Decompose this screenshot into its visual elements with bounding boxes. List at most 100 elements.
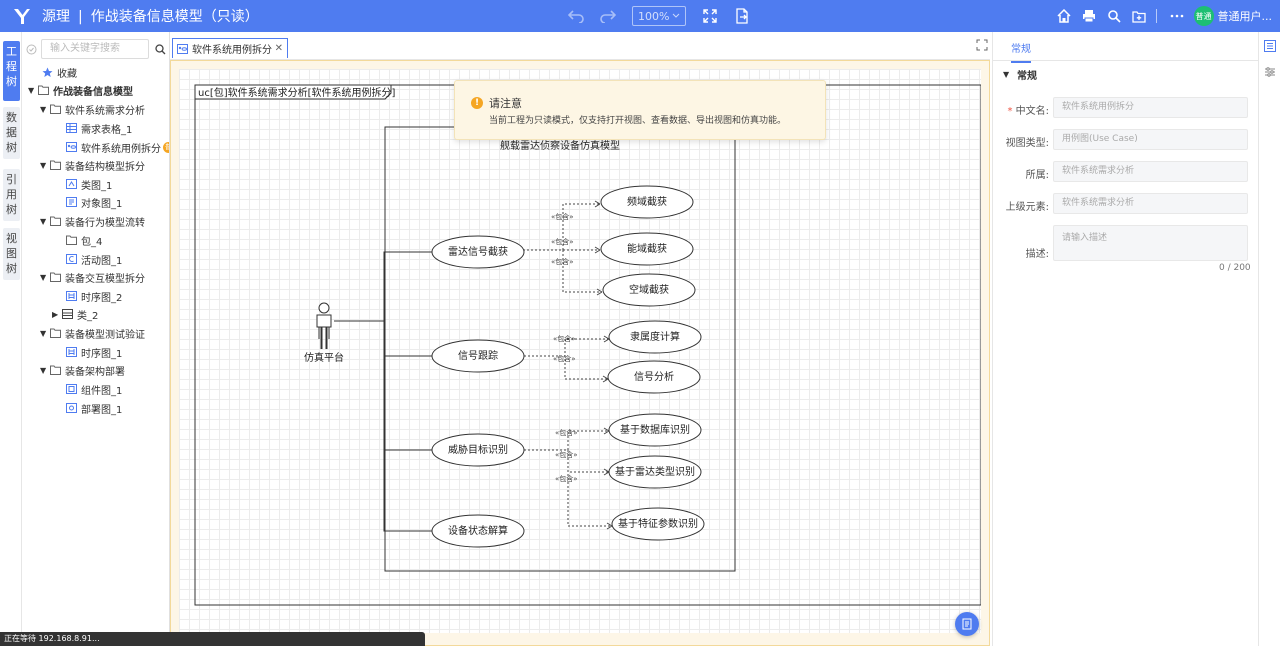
floating-action-button[interactable] — [955, 612, 979, 636]
fullscreen-icon[interactable] — [976, 39, 988, 51]
section-general[interactable]: ▼ 常规 — [1003, 67, 1037, 82]
usecase-label: 雷达信号截获 — [448, 245, 508, 258]
caret-down-icon[interactable]: ▼ — [40, 104, 47, 114]
tree-item-deployment-diagram[interactable]: 部署图_1 — [66, 399, 122, 417]
tree-search: 输入关键字搜索 — [26, 39, 166, 59]
description-char-count: 0 / 200 — [1219, 263, 1251, 273]
sequence-diagram-icon — [66, 291, 77, 302]
usecase-label: 空域截获 — [629, 283, 669, 296]
filter-circle-icon[interactable] — [26, 44, 37, 55]
vertical-tab-bar: 工程树 数据树 引用树 视图树 — [0, 32, 22, 646]
folder-icon — [50, 216, 61, 227]
avatar[interactable]: 普通 — [1193, 6, 1214, 26]
caret-down-icon[interactable]: ▼ — [40, 272, 47, 282]
field-label-owner: 所属: — [1025, 170, 1049, 181]
tab-project-tree[interactable]: 工程树 — [3, 41, 20, 101]
diagram-canvas[interactable]: uc[包]软件系统需求分析[软件系统用例拆分] 舰载雷达侦察设备仿真模型 仿真平… — [179, 69, 981, 633]
tree-item-sequence-diagram[interactable]: 时序图_2 — [66, 287, 122, 305]
tree-item-folder[interactable]: ▼ 装备交互模型拆分 — [40, 268, 145, 286]
tree-item-package[interactable]: 包_4 — [66, 231, 102, 249]
view-type-field[interactable]: 用例图(Use Case) — [1053, 129, 1248, 150]
zoom-value: 100% — [638, 9, 670, 23]
tree-item-class-diagram[interactable]: 类图_1 — [66, 175, 112, 193]
tab-usecase-diagram[interactable]: 软件系统用例拆分 ✕ — [172, 38, 288, 58]
include-label: «包含» — [555, 474, 578, 483]
folder-add-icon[interactable] — [1131, 8, 1147, 24]
search-icon[interactable] — [155, 43, 166, 55]
section-title: 常规 — [1017, 71, 1037, 82]
tree-item-folder[interactable]: ▼ 装备结构模型拆分 — [40, 156, 145, 174]
owner-field[interactable]: 软件系统需求分析 — [1053, 161, 1248, 182]
usecase-label: 基于特征参数识别 — [618, 517, 698, 530]
caret-down-icon[interactable]: ▼ — [40, 216, 47, 226]
close-icon[interactable]: ✕ — [274, 43, 283, 54]
notice-title: 请注意 — [489, 97, 522, 110]
tree-item-folder[interactable]: ▼ 装备行为模型流转 — [40, 212, 145, 230]
app-name: 源理 — [42, 9, 70, 25]
name-field[interactable]: 软件系统用例拆分 — [1053, 97, 1248, 118]
user-name[interactable]: 普通用户... — [1217, 10, 1273, 23]
tree-item-label: 需求表格_1 — [81, 124, 133, 136]
actor-label: 仿真平台 — [304, 351, 344, 364]
deployment-diagram-icon — [66, 403, 77, 414]
tree-item-usecase-diagram[interactable]: 软件系统用例拆分 普 — [66, 138, 174, 156]
app-logo-icon — [14, 9, 30, 24]
more-icon[interactable] — [1169, 8, 1185, 24]
folder-icon — [50, 160, 61, 171]
zoom-select[interactable]: 100% — [632, 6, 686, 26]
panel-divider[interactable] — [169, 32, 170, 646]
tree-item-component-diagram[interactable]: 组件图_1 — [66, 380, 122, 398]
fit-screen-icon[interactable] — [701, 7, 719, 25]
caret-right-icon[interactable]: ▶ — [52, 309, 59, 319]
class-icon — [62, 309, 73, 320]
tab-underline — [993, 60, 1259, 61]
tree-item-root-model[interactable]: ▼ 作战装备信息模型 — [28, 81, 133, 99]
tree-item-object-diagram[interactable]: 对象图_1 — [66, 193, 122, 211]
parent-field[interactable]: 软件系统需求分析 — [1053, 193, 1248, 214]
search-icon[interactable] — [1106, 8, 1122, 24]
tree-item-activity-diagram[interactable]: 活动图_1 — [66, 250, 122, 268]
export-icon[interactable] — [733, 7, 751, 25]
tab-general[interactable]: 常规 — [1011, 40, 1031, 63]
properties-icon[interactable] — [1264, 40, 1276, 52]
tree-item-label: 收藏 — [57, 68, 77, 80]
tab-view-tree[interactable]: 视图树 — [3, 228, 20, 280]
tab-data-tree[interactable]: 数据树 — [3, 107, 20, 159]
tree-item-folder[interactable]: ▼ 装备模型测试验证 — [40, 324, 145, 342]
tree-item-folder[interactable]: ▼ 软件系统需求分析 — [40, 100, 145, 118]
tree-item-class[interactable]: ▶ 类_2 — [52, 305, 98, 323]
tree-item-label: 部署图_1 — [81, 404, 123, 416]
system-name: 舰载雷达侦察设备仿真模型 — [500, 139, 620, 152]
redo-icon[interactable] — [599, 7, 617, 25]
caret-down-icon[interactable]: ▼ — [40, 328, 47, 338]
tree-item-label: 活动图_1 — [81, 255, 123, 267]
undo-icon[interactable] — [567, 7, 585, 25]
object-diagram-icon — [66, 197, 77, 208]
include-label: «包含» — [555, 428, 578, 437]
document-tab-bar: 软件系统用例拆分 ✕ — [170, 32, 990, 60]
caret-down-icon[interactable]: ▼ — [40, 365, 47, 375]
title-separator: | — [78, 9, 83, 25]
readonly-notice: ! 请注意 当前工程为只读模式，仅支持打开视图、查看数据、导出视图和仿真功能。 — [454, 80, 826, 140]
settings-sliders-icon[interactable] — [1264, 66, 1276, 78]
tree-item-requirement-table[interactable]: 需求表格_1 — [66, 119, 132, 137]
field-label-parent: 上级元素: — [1005, 202, 1049, 213]
tree-item-folder[interactable]: ▼ 装备架构部署 — [40, 361, 125, 379]
print-icon[interactable] — [1081, 8, 1097, 24]
tab-reference-tree[interactable]: 引用树 — [3, 169, 20, 221]
caret-down-icon[interactable]: ▼ — [40, 160, 47, 170]
tree-item-label: 时序图_2 — [81, 292, 123, 304]
include-label: «包含» — [551, 257, 574, 266]
folder-icon — [38, 85, 49, 96]
folder-icon — [66, 235, 77, 246]
description-field[interactable]: 请输入描述 — [1053, 225, 1248, 261]
usecase-label: 频域截获 — [627, 195, 667, 208]
usecase-ellipse — [431, 433, 525, 467]
caret-down-icon[interactable]: ▼ — [28, 85, 35, 95]
tree-item-sequence-diagram[interactable]: 时序图_1 — [66, 343, 122, 361]
tree-item-favorites[interactable]: 收藏 — [42, 63, 77, 81]
chevron-down-icon — [672, 13, 680, 18]
search-input[interactable]: 输入关键字搜索 — [41, 39, 149, 59]
tree-item-label: 包_4 — [81, 236, 103, 248]
home-icon[interactable] — [1056, 8, 1072, 24]
